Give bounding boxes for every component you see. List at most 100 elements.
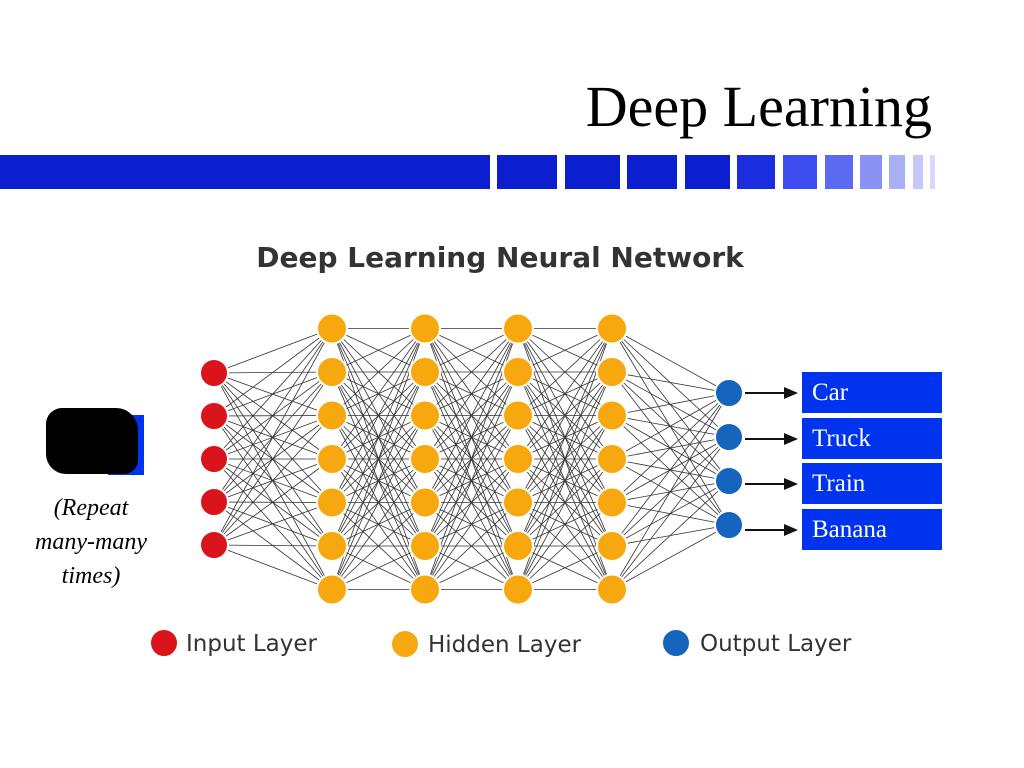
diagram-title: Deep Learning Neural Network <box>256 241 745 274</box>
connection-line <box>213 328 333 460</box>
hidden-node <box>409 530 441 562</box>
connection-line <box>424 371 519 590</box>
hidden-node <box>316 356 348 388</box>
connection-line <box>517 328 613 503</box>
hidden-node <box>409 399 441 432</box>
hidden-node <box>502 312 534 345</box>
connection-line <box>331 328 426 373</box>
connection-line <box>424 458 519 590</box>
connection-line <box>424 502 519 590</box>
hidden-node <box>502 399 534 432</box>
arrow-head-icon <box>784 524 798 536</box>
hidden-node <box>596 356 628 388</box>
connection-line <box>611 436 730 590</box>
legend-input-label: Input Layer <box>186 631 318 657</box>
input-node <box>199 358 229 388</box>
hidden-node <box>316 399 348 432</box>
arrow-head-icon <box>784 478 798 490</box>
legend: Input Layer Hidden Layer Output Layer <box>149 628 852 659</box>
hidden-node <box>409 312 441 345</box>
arrow-head-icon <box>784 387 798 399</box>
input-node <box>199 401 229 431</box>
repeat-note: (Repeat many-many times) <box>14 491 168 593</box>
connection-line <box>331 328 426 416</box>
connection-line <box>517 545 613 590</box>
connection-line <box>331 458 426 590</box>
slide-title: Deep Learning <box>585 74 932 139</box>
input-node <box>199 487 229 517</box>
input-node <box>199 530 229 560</box>
redacted-image <box>46 408 144 475</box>
hidden-node <box>596 399 628 432</box>
hidden-node <box>502 356 534 388</box>
hidden-node <box>596 443 628 475</box>
output-arrows <box>745 387 798 536</box>
connection-line <box>331 502 426 590</box>
connection-line <box>331 328 426 460</box>
connection-line <box>331 545 426 590</box>
hidden-node <box>502 530 534 562</box>
connection-line <box>213 415 333 546</box>
connection-line <box>611 392 730 547</box>
hidden-node <box>596 312 628 345</box>
hidden-node <box>502 486 534 519</box>
hidden-node <box>596 486 628 519</box>
hidden-node <box>316 573 348 606</box>
hidden-node <box>316 443 348 475</box>
connection-line <box>517 371 613 590</box>
output-label-banana: Banana <box>802 509 942 550</box>
output-node <box>714 422 744 452</box>
header-decorative-bar <box>0 155 935 189</box>
connection-line <box>424 545 519 590</box>
hidden-node <box>409 356 441 388</box>
connection-line <box>517 502 613 590</box>
output-label-car: Car <box>802 372 942 413</box>
legend-hidden-swatch <box>390 629 420 659</box>
connection-line <box>611 328 730 394</box>
connection-line <box>213 328 333 417</box>
repeat-note-line-3: times) <box>61 563 121 589</box>
connection-line <box>213 371 333 546</box>
connection-line <box>213 544 333 590</box>
connection-line <box>331 415 426 590</box>
connection-line <box>517 328 613 460</box>
connection-line <box>517 328 613 547</box>
output-node <box>714 510 744 540</box>
network-connections <box>213 328 730 590</box>
connection-line <box>424 328 519 547</box>
output-node <box>714 466 744 496</box>
output-label-train: Train <box>802 463 942 504</box>
connection-line <box>611 392 730 460</box>
connection-line <box>213 328 333 546</box>
arrow-head-icon <box>784 433 798 445</box>
output-label-truck: Truck <box>802 418 942 459</box>
connection-line <box>331 328 426 547</box>
connection-line <box>517 328 613 373</box>
hidden-node <box>409 443 441 475</box>
connection-line <box>213 328 333 374</box>
connection-line <box>517 415 613 590</box>
connection-line <box>213 328 333 503</box>
legend-hidden-label: Hidden Layer <box>428 632 582 658</box>
connection-line <box>611 480 730 590</box>
legend-input-swatch <box>149 628 179 658</box>
connection-line <box>517 328 613 416</box>
hidden-node <box>316 486 348 519</box>
input-node <box>199 444 229 474</box>
hidden-node <box>316 312 348 345</box>
repeat-note-line-2: many-many <box>35 529 147 555</box>
hidden-node <box>409 486 441 519</box>
hidden-node <box>409 573 441 606</box>
connection-line <box>424 328 519 373</box>
hidden-node <box>502 573 534 606</box>
legend-output-label: Output Layer <box>700 631 852 657</box>
connection-line <box>611 371 730 394</box>
hidden-node <box>316 530 348 562</box>
hidden-node <box>596 573 628 606</box>
connection-line <box>424 328 519 460</box>
hidden-node <box>502 443 534 475</box>
connection-line <box>611 392 730 503</box>
connection-line <box>517 458 613 590</box>
legend-output-swatch <box>661 628 691 658</box>
